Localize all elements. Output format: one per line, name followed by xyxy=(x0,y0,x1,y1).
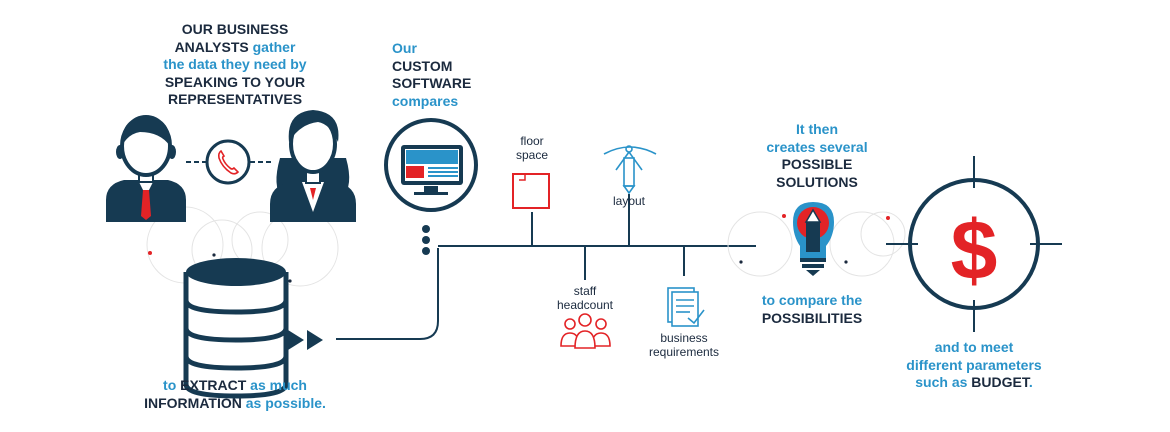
analysts-line2-blue: gather xyxy=(248,38,296,55)
document-checklist-icon xyxy=(667,287,705,327)
businesswoman-icon xyxy=(270,110,356,222)
solutions-line3: POSSIBLE xyxy=(781,156,853,172)
business-label: business requirements xyxy=(638,331,730,359)
factor-bus xyxy=(438,194,756,280)
accent-dot xyxy=(288,279,292,283)
solutions-line1: It then xyxy=(796,121,838,137)
ellipsis-dots xyxy=(422,225,430,255)
analysts-line3: the data they need by xyxy=(120,56,350,74)
database-icon xyxy=(183,258,289,399)
business-line2: requirements xyxy=(648,345,720,359)
analysts-line3-blue: the data they need by xyxy=(163,56,307,72)
analysts-line4: SPEAKING TO YOUR xyxy=(164,73,306,90)
solutions-line4: SOLUTIONS xyxy=(776,173,858,190)
solutions-text: It then creates several POSSIBLE SOLUTIO… xyxy=(742,121,892,191)
software-line4: compares xyxy=(392,92,459,109)
analysts-line1: OUR BUSINESS xyxy=(181,21,289,37)
extract-text: to EXTRACT as much INFORMATION as possib… xyxy=(110,377,360,412)
extract-line1: to EXTRACT as much xyxy=(110,377,360,395)
svg-text:$: $ xyxy=(951,203,998,297)
monitor-icon xyxy=(384,118,478,212)
accent-dot xyxy=(886,216,890,220)
lightbulb-pencil-icon xyxy=(793,202,834,276)
extract-line2-bold: INFORMATION xyxy=(144,394,242,411)
compare-text: to compare the POSSIBILITIES xyxy=(737,292,887,327)
extract-line2: INFORMATION as possible. xyxy=(110,395,360,413)
drafting-compass-icon xyxy=(603,145,657,195)
floor-space-label: floor space xyxy=(502,134,562,162)
business-line1: business xyxy=(660,331,708,345)
connector-line xyxy=(336,248,439,340)
staff-label: staff headcount xyxy=(545,284,625,312)
dollar-target-icon: $ xyxy=(886,156,1062,332)
analysts-line2: ANALYSTS gather xyxy=(120,39,350,57)
analysts-line2-bold: ANALYSTS xyxy=(174,38,249,55)
software-line2: CUSTOM xyxy=(392,57,453,74)
staff-line1: staff xyxy=(573,284,597,298)
compare-line2: POSSIBILITIES xyxy=(761,309,863,326)
budget-text: and to meet different parameters such as… xyxy=(889,339,1059,392)
budget-line3-dot: . xyxy=(1028,374,1033,390)
budget-line3-bold: BUDGET xyxy=(971,374,1029,390)
extract-line1-blue2: as much xyxy=(246,377,307,393)
layout-label: layout xyxy=(612,194,646,208)
accent-dot xyxy=(782,214,786,218)
businessman-icon xyxy=(106,115,186,222)
software-text: Our CUSTOM SOFTWARE compares xyxy=(392,40,502,110)
budget-line3-blue: such as xyxy=(915,374,972,390)
floor-plan-icon xyxy=(512,173,550,209)
staff-line2: headcount xyxy=(556,298,614,312)
budget-line3: such as BUDGET. xyxy=(889,374,1059,392)
accent-dot xyxy=(844,260,848,264)
software-line1: Our xyxy=(392,40,417,56)
analysts-text: OUR BUSINESS ANALYSTS gather the data th… xyxy=(120,21,350,109)
floor-space-line2: space xyxy=(515,148,549,162)
extract-line2-blue: as possible. xyxy=(241,394,326,411)
budget-line1: and to meet xyxy=(934,339,1014,355)
floor-space-line1: floor xyxy=(520,134,544,148)
accent-dot xyxy=(212,253,216,257)
software-line3: SOFTWARE xyxy=(392,75,472,91)
budget-line2: different parameters xyxy=(906,356,1042,373)
group-icon xyxy=(560,313,611,349)
extract-line1-bold: EXTRACT xyxy=(180,377,247,393)
solutions-line2: creates several xyxy=(766,138,868,155)
analysts-line5: REPRESENTATIVES xyxy=(167,91,303,107)
accent-dot xyxy=(739,260,743,264)
compare-line1: to compare the xyxy=(761,292,863,308)
accent-dot xyxy=(148,251,152,255)
phone-icon xyxy=(186,139,272,185)
extract-line1-blue: to xyxy=(163,377,181,393)
double-arrow-icon xyxy=(288,330,323,350)
